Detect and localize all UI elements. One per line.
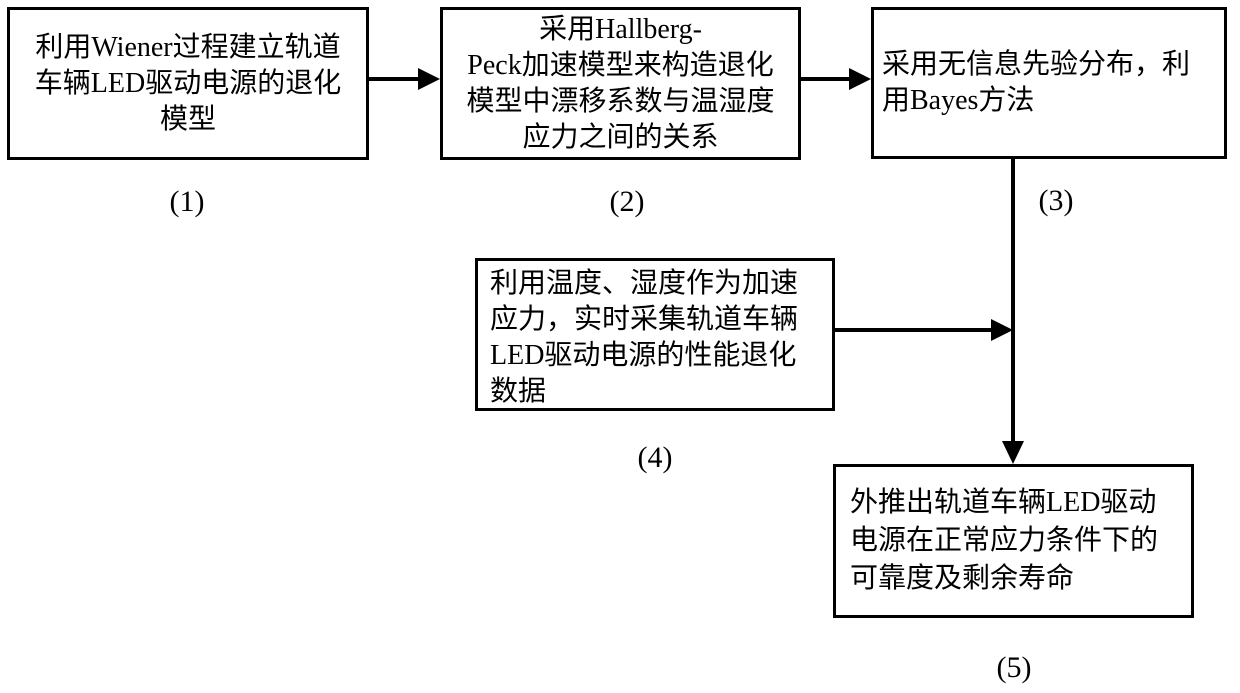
step-1-box: 利用Wiener过程建立轨道 车辆LED驱动电源的退化 模型: [7, 7, 369, 160]
step-2-box: 采用Hallberg- Peck加速模型来构造退化 模型中漂移系数与温湿度 应力…: [440, 7, 801, 160]
step-5-text-line: 可靠度及剩余寿命: [850, 563, 1075, 594]
step-2-text-line: 模型中漂移系数与温湿度: [466, 85, 775, 117]
step-5-text-line: 外推出轨道车辆LED驱动: [850, 487, 1157, 518]
step-2-label: (2): [609, 185, 645, 218]
step-3-label: (3): [1038, 184, 1074, 217]
step-3-text-line: 用Bayes方法: [882, 85, 1035, 116]
step-2-text-line: Peck加速模型来构造退化: [467, 49, 774, 81]
step-5-text-line: 电源在正常应力条件下的: [850, 525, 1159, 556]
step-2-text-line: 应力之间的关系: [522, 121, 719, 153]
step-5-box: 外推出轨道车辆LED驱动 电源在正常应力条件下的 可靠度及剩余寿命: [833, 464, 1194, 618]
step-4-text-line: LED驱动电源的性能退化: [490, 340, 797, 371]
step-3-text-line: 采用无信息先验分布，利: [882, 49, 1191, 80]
step-1-text-line: 车辆LED驱动电源的退化: [34, 67, 342, 99]
arrow-step2-to-step3: [801, 68, 871, 90]
arrow-step1-to-step2: [369, 68, 440, 90]
step-1-text-line: 利用Wiener过程建立轨道: [35, 31, 341, 63]
step-4-box: 利用温度、湿度作为加速 应力，实时采集轨道车辆 LED驱动电源的性能退化 数据: [475, 258, 835, 411]
step-4-text-line: 数据: [490, 376, 547, 407]
step-4-text-line: 利用温度、湿度作为加速: [490, 268, 799, 299]
step-4-label: (4): [637, 441, 673, 474]
step-1-label: (1): [169, 185, 205, 218]
step-3-box: 采用无信息先验分布，利 用Bayes方法: [871, 7, 1227, 159]
step-5-label: (5): [996, 651, 1032, 684]
arrow-step4-to-line: [835, 319, 1013, 341]
step-2-text-line: 采用Hallberg-: [539, 13, 702, 45]
step-1-text-line: 模型: [159, 103, 216, 135]
step-4-text-line: 应力，实时采集轨道车辆: [490, 304, 799, 335]
